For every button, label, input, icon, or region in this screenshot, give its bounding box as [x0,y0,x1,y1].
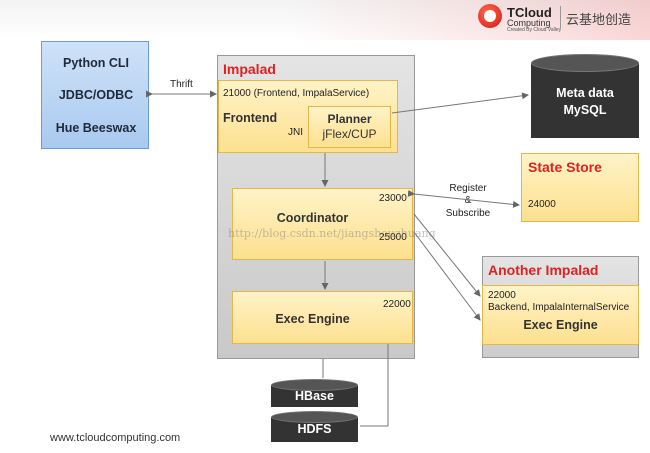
hdfs-db-top [271,411,358,423]
impalad-title: Impalad [223,61,276,77]
tcloud-logo-icon [478,4,502,28]
coordinator-port-23000: 23000 [379,193,407,204]
hbase-db-top [271,379,358,391]
metadata-mysql-label: MySQL [563,103,607,117]
coordinator-box [232,188,413,260]
logo-tagline: Created By Cloud Valley [507,27,562,33]
client-jdbc-odbc: JDBC/ODBC [58,88,134,102]
client-hue-beeswax: Hue Beeswax [55,121,137,135]
planner-title: Planner [327,112,372,126]
logo-subtitle: Computing [507,18,551,28]
state-store-title: State Store [528,159,602,175]
logo-chinese-name: 云基地创造 [566,12,632,27]
hbase-label: HBase [295,389,334,403]
hdfs-label: HDFS [297,422,332,436]
exec-engine-port: 22000 [383,299,411,310]
state-store-port: 24000 [528,199,556,210]
client-python-cli: Python CLI [63,56,129,70]
another-impalad-connector-2 [413,231,481,321]
thrift-label: Thrift [170,79,193,90]
another-impalad-connector-1 [413,213,481,297]
metadata-label: Meta data [556,86,614,100]
metadata-db [531,63,639,138]
header-band [0,0,650,40]
exec-engine-label: Exec Engine [275,312,350,326]
frontend-service-label: 21000 (Frontend, ImpalaService) [223,88,370,99]
hbase-db [271,385,358,407]
planner-subtitle: jFlex/CUP [322,127,377,141]
state-store-box [521,153,639,222]
metadata-connector [391,92,529,114]
metadata-db-top [531,54,639,72]
another-impalad-port: 22000 [488,290,516,301]
frontend-label: Frontend [223,111,278,125]
coordinator-label: Coordinator [276,211,349,225]
another-impalad-service: Backend, ImpalaInternalService [488,302,630,313]
another-exec-engine-label: Exec Engine [523,318,598,332]
coordinator-port-25000: 25000 [379,232,407,243]
client-box: Python CLI JDBC/ODBC Hue Beeswax [41,41,149,149]
register-label: Register [449,183,487,194]
subscribe-label: Subscribe [445,208,491,219]
another-impalad-title: Another Impalad [488,262,599,278]
logo-name: TCloud [507,5,552,20]
jni-label: JNI [288,127,303,138]
exec-engine-box [232,291,413,344]
state-store-connector [407,189,520,208]
tcloud-logo: TCloud Computing Created By Cloud Valley… [478,4,643,34]
hdfs-connector [360,344,389,427]
another-exec-engine-box [482,285,639,345]
logo-separator [560,6,561,28]
watermark: http://blog.csdn.net/jiangshouzhuang [228,227,436,240]
planner-box [308,106,391,148]
footer-url: www.tcloudcomputing.com [50,432,181,444]
